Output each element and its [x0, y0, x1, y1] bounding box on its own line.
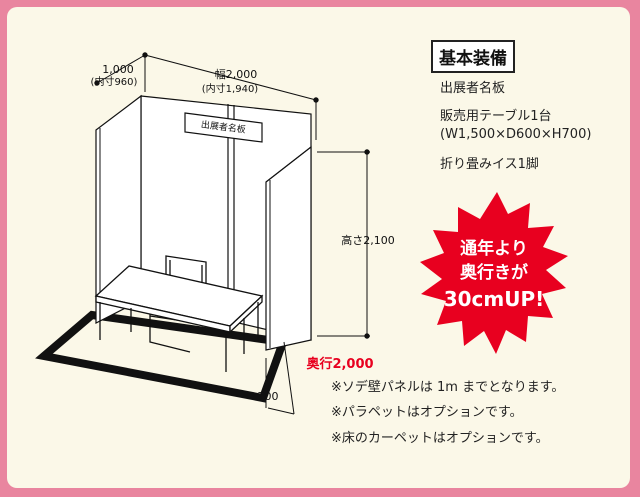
- height-label: 高さ2,100: [341, 233, 395, 247]
- equipment-item-table-size: (W1,500×D600×H700): [440, 127, 592, 142]
- note-side-wall: ※ソデ壁パネルは 1m までとなります。: [331, 380, 565, 395]
- front-depth-label: 奥行2,000: [306, 356, 373, 372]
- burst-badge: [420, 192, 568, 354]
- burst-line-2: 奥行きが: [460, 262, 528, 283]
- equipment-item-chair: 折り畳みイス1脚: [440, 157, 539, 172]
- equipment-item-nameplate: 出展者名板: [440, 81, 506, 96]
- right-side-panel: [265, 145, 312, 351]
- nameplate-board: [184, 112, 263, 143]
- depth-value-label: 1,000: [102, 63, 134, 76]
- depth-inner-label: (内寸960): [91, 75, 138, 88]
- note-carpet: ※床のカーペットはオプションです。: [331, 431, 549, 446]
- width-value-label: 幅2,000: [215, 68, 258, 81]
- equipment-title: 基本装備: [431, 40, 515, 73]
- equipment-item-table: 販売用テーブル1台: [440, 109, 552, 124]
- floor-carpet: [35, 310, 289, 403]
- burst-line-1: 通年より: [460, 238, 528, 259]
- burst-line-3: 30cmUP!: [444, 287, 545, 311]
- table-icon: [94, 265, 264, 372]
- floor-depth-label: 700: [258, 390, 279, 403]
- dimension-lines: [94, 52, 370, 415]
- width-inner-label: (内寸1,940): [202, 82, 259, 95]
- note-parapet: ※パラペットはオプションです。: [331, 405, 523, 420]
